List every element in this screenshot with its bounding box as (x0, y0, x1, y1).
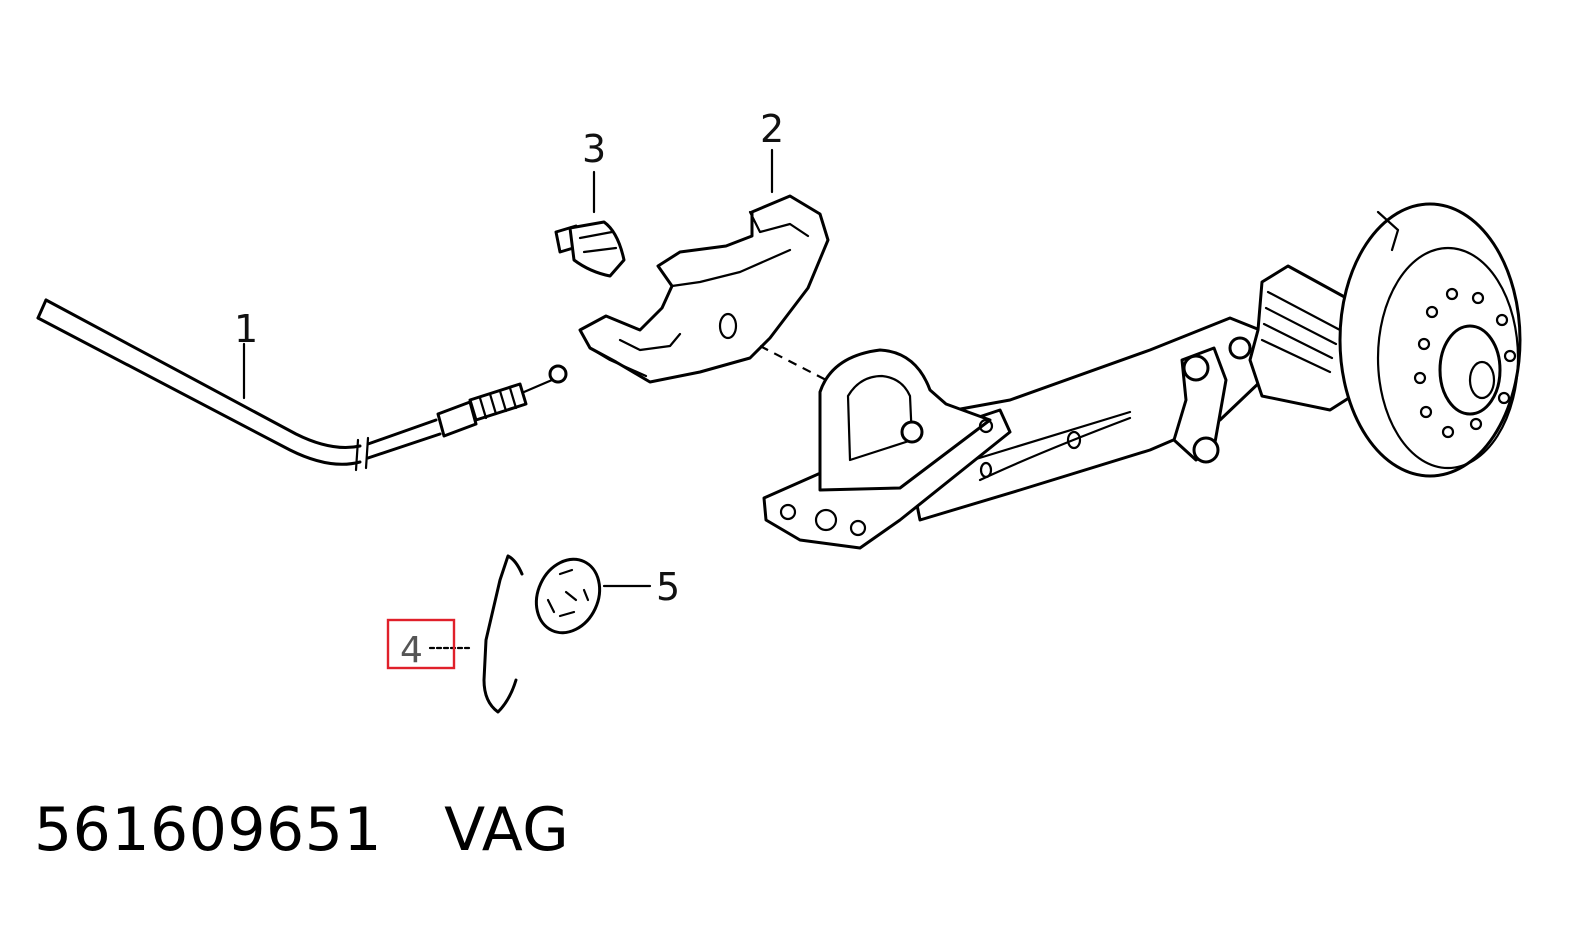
callout-5[interactable]: 5 (656, 565, 680, 609)
clip-part-4[interactable] (482, 554, 524, 714)
highlighted-callout-4[interactable]: 4 (386, 618, 456, 671)
grommet-part-5[interactable] (525, 549, 611, 643)
part-footer: 561609651 VAG (34, 795, 569, 865)
highlight-box (386, 618, 456, 670)
wheel-bolt-holes (1413, 287, 1517, 439)
callout-4: 4 (400, 630, 423, 671)
part-number: 561609651 (34, 795, 383, 865)
bolt-part-3[interactable] (554, 220, 626, 278)
brand-name: VAG (444, 795, 570, 865)
callout-2[interactable]: 2 (760, 107, 784, 151)
callout-1[interactable]: 1 (234, 307, 258, 351)
bracket-part-2[interactable] (578, 194, 831, 384)
leader-lines (242, 148, 774, 650)
cable-part-1[interactable] (36, 298, 568, 472)
axle-assembly (762, 202, 1522, 550)
callout-3[interactable]: 3 (582, 127, 606, 171)
